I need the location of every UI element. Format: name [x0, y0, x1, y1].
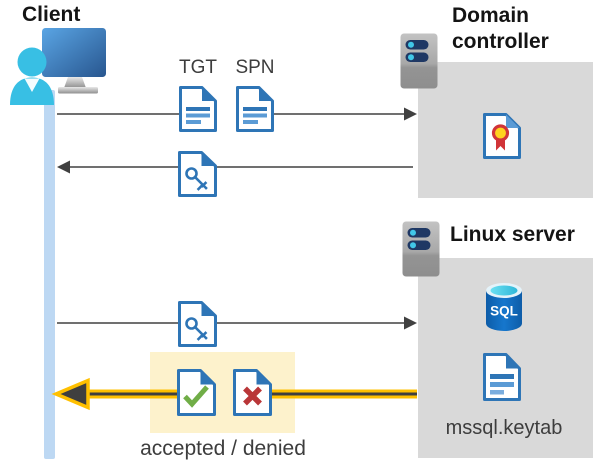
key-document-icon	[178, 151, 217, 197]
domain-controller-title: Domain controller	[452, 4, 549, 53]
client-lifeline	[44, 90, 55, 459]
client-computer-icon	[10, 28, 106, 105]
keytab-document-icon	[483, 353, 521, 401]
tgt-document-icon	[179, 86, 217, 132]
user-icon	[10, 47, 54, 105]
certificate-document-icon	[483, 113, 521, 159]
keytab-filename-label: mssql.keytab	[445, 417, 563, 439]
result-highlight-box	[150, 352, 295, 433]
client-title: Client	[22, 3, 81, 26]
linux-server-icon	[402, 221, 440, 277]
key-document-icon	[178, 301, 217, 347]
spn-label: SPN	[235, 57, 275, 78]
sql-label: SQL	[490, 304, 518, 319]
tgt-label: TGT	[179, 57, 217, 78]
accepted-denied-label: accepted / denied	[140, 437, 306, 460]
spn-document-icon	[236, 86, 274, 132]
domain-controller-server-icon	[400, 33, 438, 89]
linux-server-title: Linux server	[450, 223, 575, 246]
denied-document-icon	[233, 369, 272, 416]
accepted-document-icon	[177, 369, 216, 416]
request-arrow-to-linux	[57, 316, 417, 330]
sql-database-icon: SQL	[486, 283, 522, 331]
response-arrow-from-dc	[57, 160, 413, 174]
